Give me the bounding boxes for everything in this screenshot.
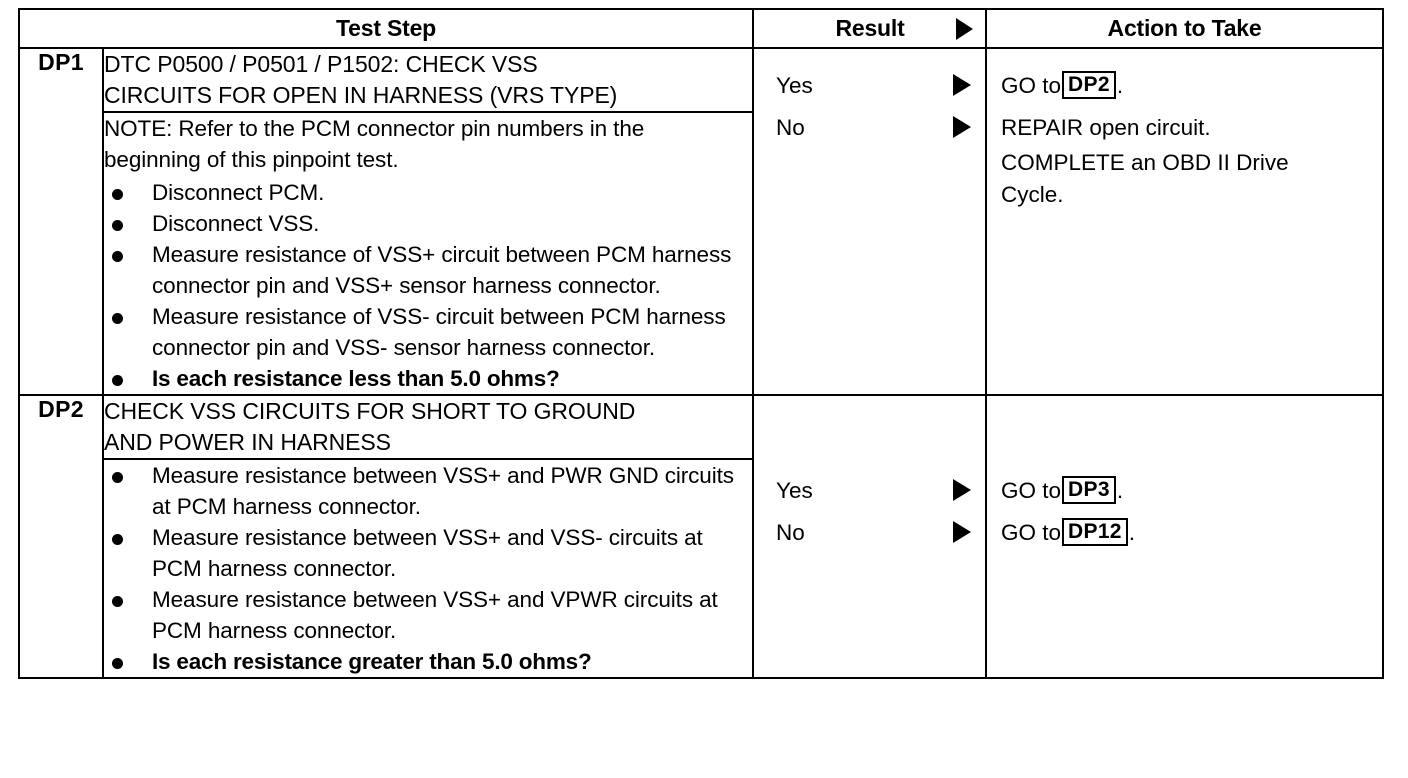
step-bullet-list: Measure resistance between VSS+ and PWR … <box>104 460 752 677</box>
action-cell-dp2: GO to DP3. GO to DP12. <box>985 394 1385 679</box>
table-row: DP2 CHECK VSS CIRCUITS FOR SHORT TO GROU… <box>18 394 1385 679</box>
step-reference-link[interactable]: DP2 <box>1062 71 1116 99</box>
result-row-yes: Yes <box>776 65 975 105</box>
step-id-dp1: DP1 <box>18 47 104 396</box>
pinpoint-test-table: Test Step Result Action to Take DP1 DTC … <box>17 8 1385 679</box>
right-triangle-icon <box>953 479 972 501</box>
list-item: Measure resistance of VSS+ circuit betwe… <box>104 239 752 301</box>
step-title-dp2: CHECK VSS CIRCUITS FOR SHORT TO GROUND A… <box>101 394 755 460</box>
action-extra-line: Cycle. <box>1001 182 1064 207</box>
result-label: Yes <box>776 477 813 503</box>
note-text: NOTE: Refer to the PCM connector pin num… <box>104 116 608 141</box>
list-item: Disconnect PCM. <box>104 177 752 208</box>
note-text: the beginning of this pinpoint test. <box>104 116 645 172</box>
right-triangle-icon <box>953 74 972 96</box>
action-row-no: REPAIR open circuit. <box>1001 107 1372 147</box>
step-title-line: CIRCUITS FOR OPEN IN HARNESS (VRS TYPE) <box>104 82 618 108</box>
result-row-no: No <box>776 107 975 147</box>
list-item: Measure resistance between VSS+ and PWR … <box>104 460 752 522</box>
table-row: NOTE: Refer to the PCM connector pin num… <box>19 111 1383 396</box>
list-item: Measure resistance between VSS+ and VPWR… <box>104 584 752 646</box>
step-title-line: CHECK VSS CIRCUITS FOR SHORT TO GROUND <box>104 398 636 424</box>
header-test-step: Test Step <box>17 8 755 49</box>
header-action-to-take: Action to Take <box>985 8 1385 49</box>
list-item: Measure resistance between VSS+ and VSS-… <box>104 522 752 584</box>
list-item: Is each resistance less than 5.0 ohms? <box>104 363 752 394</box>
list-item: Disconnect VSS. <box>104 208 752 239</box>
action-row-yes: GO to DP2. <box>1001 65 1372 105</box>
right-triangle-icon <box>953 116 972 138</box>
note-line: NOTE: Refer to the PCM connector pin num… <box>104 113 752 175</box>
list-item: Is each resistance greater than 5.0 ohms… <box>104 646 752 677</box>
header-result-label: Result <box>835 15 905 41</box>
step-title-dp1: DTC P0500 / P0501 / P1502: CHECK VSS CIR… <box>101 47 755 113</box>
list-item: Measure resistance of VSS- circuit betwe… <box>104 301 752 363</box>
right-triangle-icon <box>956 17 974 40</box>
result-label: Yes <box>776 72 813 98</box>
action-extra-line: COMPLETE an OBD II Drive <box>1001 150 1289 175</box>
table-row: DP1 DTC P0500 / P0501 / P1502: CHECK VSS… <box>18 47 1385 396</box>
table-row: Measure resistance between VSS+ and PWR … <box>19 458 1383 679</box>
step-body-dp2: Measure resistance between VSS+ and PWR … <box>101 458 755 679</box>
action-row-yes: GO to DP3. <box>1001 470 1372 510</box>
step-reference-link[interactable]: DP12 <box>1062 518 1128 546</box>
header-result: Result <box>752 8 988 49</box>
step-id-dp2: DP2 <box>18 394 104 679</box>
action-suffix: . <box>1116 477 1124 503</box>
step-reference-link[interactable]: DP3 <box>1062 476 1116 504</box>
action-cell-dp1: GO to DP2. REPAIR open circuit. COMPLETE… <box>985 47 1385 396</box>
step-title-line: AND POWER IN HARNESS <box>104 429 391 455</box>
result-cell-dp2: Yes No <box>752 394 988 679</box>
result-cell-dp1: Yes No <box>752 47 988 396</box>
result-row-no: No <box>776 512 975 552</box>
right-triangle-icon <box>953 521 972 543</box>
action-prefix: GO to <box>1001 519 1062 545</box>
step-title-line: DTC P0500 / P0501 / P1502: CHECK VSS <box>104 51 538 77</box>
action-prefix: REPAIR open circuit. <box>1001 114 1211 140</box>
action-suffix: . <box>1128 519 1136 545</box>
action-row-no: GO to DP12. <box>1001 512 1372 552</box>
action-prefix: GO to <box>1001 72 1062 98</box>
step-body-dp1: NOTE: Refer to the PCM connector pin num… <box>101 111 755 396</box>
action-prefix: GO to <box>1001 477 1062 503</box>
table-header-row: Test Step Result Action to Take <box>17 8 1385 49</box>
action-suffix: . <box>1116 72 1124 98</box>
step-bullet-list: Disconnect PCM. Disconnect VSS. Measure … <box>104 177 752 394</box>
result-label: No <box>776 114 805 140</box>
result-row-yes: Yes <box>776 470 975 510</box>
result-label: No <box>776 519 805 545</box>
